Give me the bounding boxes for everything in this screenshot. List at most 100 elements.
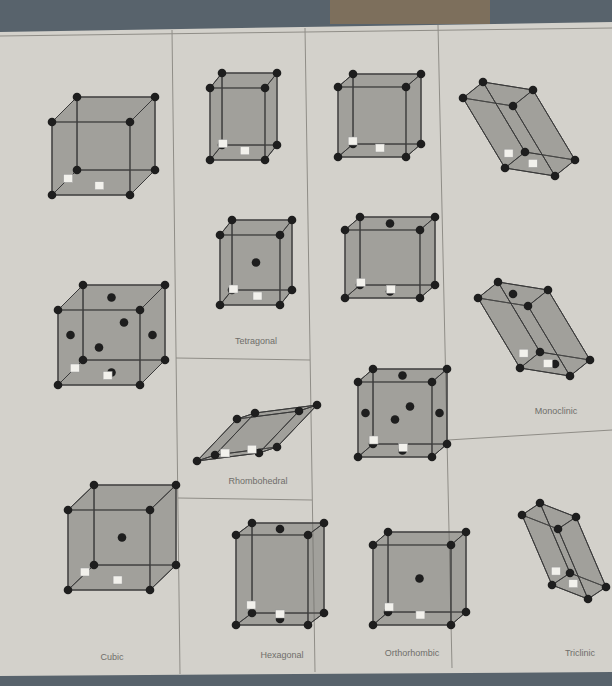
cell-face [68, 485, 94, 590]
atom-dot [416, 294, 425, 303]
atom-dot [334, 153, 343, 162]
cell-face [558, 517, 606, 599]
atom-dot [172, 481, 181, 490]
atom-dot [66, 331, 75, 340]
atom-dot [233, 415, 242, 424]
unit-cell [354, 365, 452, 462]
atom-dot [341, 226, 350, 235]
cell-face [528, 290, 590, 376]
unit-cell [369, 528, 471, 630]
atom-dot [288, 286, 297, 295]
atom-dot [501, 164, 510, 173]
atom-dot [216, 301, 225, 310]
atom-dot [354, 453, 363, 462]
cell-face [140, 285, 165, 385]
atom-dot [218, 69, 227, 78]
atom-dot [161, 356, 170, 365]
atom-dot [349, 70, 358, 79]
unit-cell [216, 216, 297, 310]
atom-dot [572, 513, 581, 522]
atom-dot [551, 172, 560, 181]
atom-dot [428, 378, 437, 387]
atom-dot [566, 569, 575, 578]
axis-tag [221, 449, 230, 457]
unit-cell [193, 401, 322, 466]
atom-dot [261, 156, 270, 165]
unit-cell [48, 93, 160, 200]
atom-dot [261, 84, 270, 93]
atom-dot [313, 401, 322, 410]
atom-dot [136, 306, 145, 315]
axis-tag [543, 359, 552, 367]
atom-dot [211, 451, 220, 460]
lattice-name: Orthorhombic [385, 648, 440, 658]
atom-dot [276, 231, 285, 240]
axis-tag [64, 174, 73, 182]
atom-dot [479, 78, 488, 87]
cell-face [130, 97, 155, 195]
cell-face [513, 90, 575, 176]
axis-tag [218, 140, 227, 148]
atom-dot [518, 511, 527, 520]
atom-dot [48, 191, 57, 200]
atom-dot [151, 166, 160, 175]
axis-tag [528, 159, 537, 167]
atom-dot [64, 506, 73, 515]
atom-dot [79, 356, 88, 365]
axis-tag [504, 149, 513, 157]
atom-dot [402, 153, 411, 162]
atom-dot [276, 301, 285, 310]
cell-face [522, 503, 570, 585]
atom-dot [386, 219, 395, 228]
panel-border [176, 358, 310, 360]
atom-dot [251, 409, 260, 418]
photo-background [330, 0, 490, 24]
atom-dot [107, 293, 116, 302]
atom-dot [320, 609, 329, 618]
cell-face [197, 413, 255, 461]
atom-dot [54, 306, 63, 315]
atom-dot [252, 258, 261, 267]
atom-dot [361, 409, 370, 418]
atom-dot [369, 365, 378, 374]
atom-dot [521, 148, 530, 157]
unit-cell [232, 519, 329, 630]
atom-dot [161, 281, 170, 290]
atom-dot [431, 281, 440, 290]
axis-tag [229, 285, 238, 293]
atom-dot [273, 69, 282, 78]
axis-tag [386, 285, 395, 293]
atom-dot [417, 140, 426, 149]
atom-dot [415, 574, 424, 583]
axis-tag [569, 580, 578, 588]
axis-tag [240, 147, 249, 155]
atom-dot [391, 415, 400, 424]
axis-tag [113, 576, 122, 584]
atom-dot [459, 94, 468, 103]
atom-dot [126, 191, 135, 200]
axis-tag [399, 444, 408, 452]
lattice-name: Rhombohedral [228, 476, 287, 486]
axis-tag [375, 144, 384, 152]
unit-cell [334, 70, 426, 162]
atom-dot [73, 93, 82, 102]
atom-dot [295, 407, 304, 416]
atom-dot [273, 443, 282, 452]
atom-dot [509, 102, 518, 111]
atom-dot [334, 83, 343, 92]
cell-face [150, 485, 176, 590]
atom-dot [248, 519, 257, 528]
unit-cell [64, 481, 181, 595]
atom-dot [172, 561, 181, 570]
axis-tag [276, 610, 285, 618]
atom-dot [73, 166, 82, 175]
axis-tag [551, 567, 560, 575]
axis-tag [70, 364, 79, 372]
unit-cell [54, 281, 170, 390]
atom-dot [64, 586, 73, 595]
atom-dot [529, 86, 538, 95]
atom-dot [494, 278, 503, 287]
atom-dot [586, 356, 595, 365]
